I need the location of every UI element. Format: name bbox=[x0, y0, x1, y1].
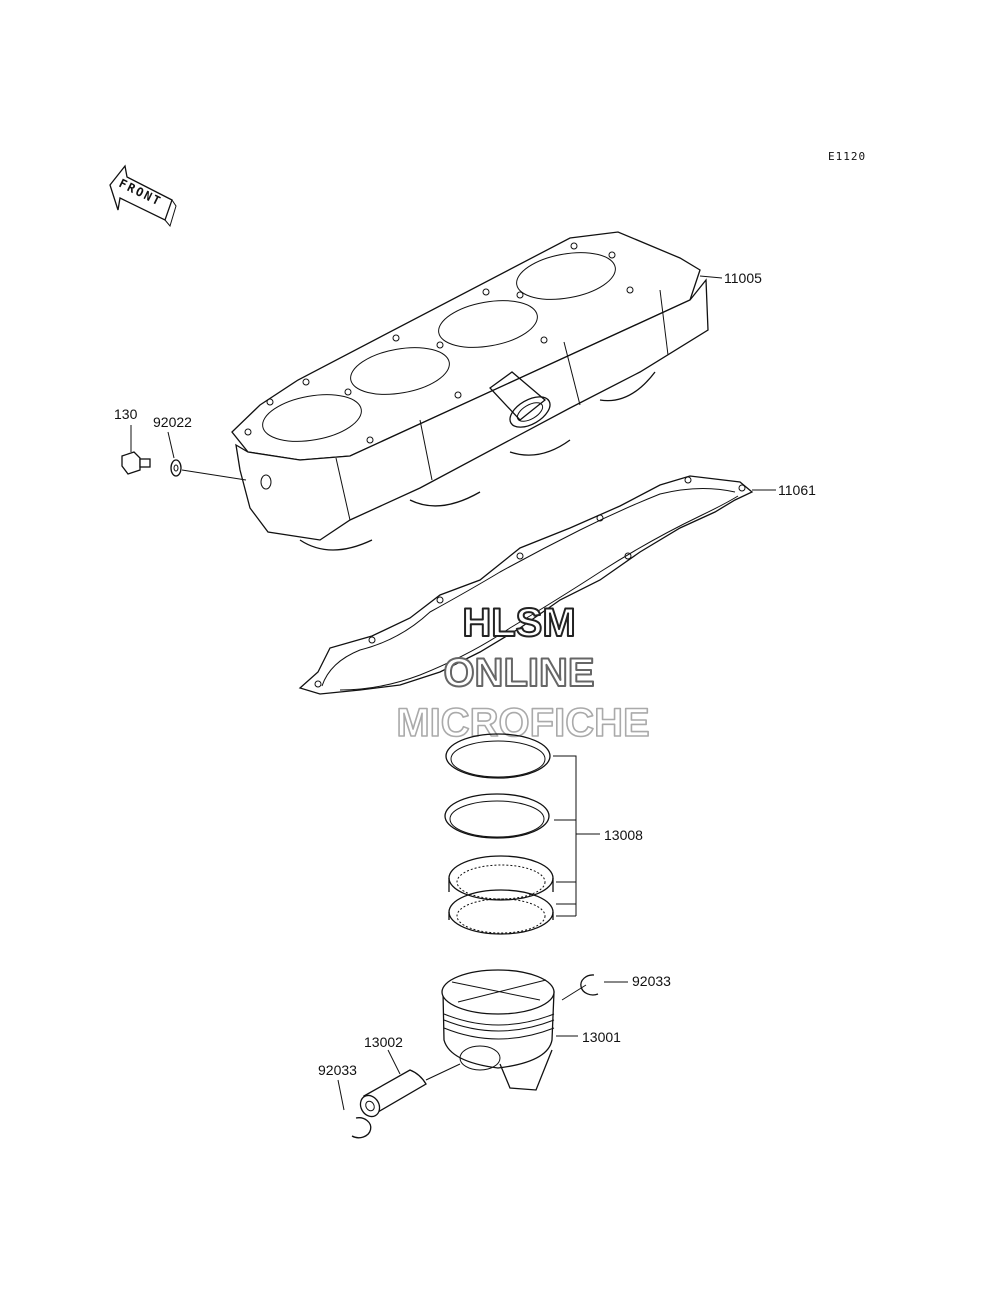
washer-part[interactable] bbox=[170, 459, 182, 477]
piston-pin[interactable] bbox=[357, 1069, 427, 1120]
part-label-cylinder[interactable]: 11005 bbox=[724, 270, 762, 286]
part-label-circlip-right[interactable]: 92033 bbox=[632, 973, 671, 989]
watermark-line2: ONLINE bbox=[443, 651, 594, 695]
part-label-piston[interactable]: 13001 bbox=[582, 1029, 621, 1045]
diagram-code: E1120 bbox=[828, 150, 866, 163]
head-gasket[interactable] bbox=[298, 475, 754, 695]
watermark-line3: MICROFICHE bbox=[396, 701, 649, 745]
part-label-bolt[interactable]: 130 bbox=[114, 406, 138, 422]
circlip-right[interactable] bbox=[580, 974, 599, 996]
cylinder-block[interactable] bbox=[231, 231, 709, 551]
part-label-piston-pin[interactable]: 13002 bbox=[364, 1034, 403, 1050]
bolt-part[interactable] bbox=[121, 451, 151, 475]
part-label-washer[interactable]: 92022 bbox=[153, 414, 192, 430]
part-label-circlip-left[interactable]: 92033 bbox=[318, 1062, 357, 1078]
part-label-head-gasket[interactable]: 11061 bbox=[778, 482, 816, 498]
front-arrow-icon: FRONT bbox=[109, 164, 177, 228]
piston[interactable] bbox=[441, 969, 555, 1091]
front-label: FRONT bbox=[117, 176, 165, 209]
circlip-left[interactable] bbox=[351, 1117, 372, 1139]
piston-rings[interactable] bbox=[444, 733, 554, 935]
watermark-line1: HLSM bbox=[462, 601, 575, 645]
part-label-piston-rings[interactable]: 13008 bbox=[604, 827, 643, 843]
watermark: HLSM ONLINE MICROFICHE bbox=[396, 600, 651, 746]
